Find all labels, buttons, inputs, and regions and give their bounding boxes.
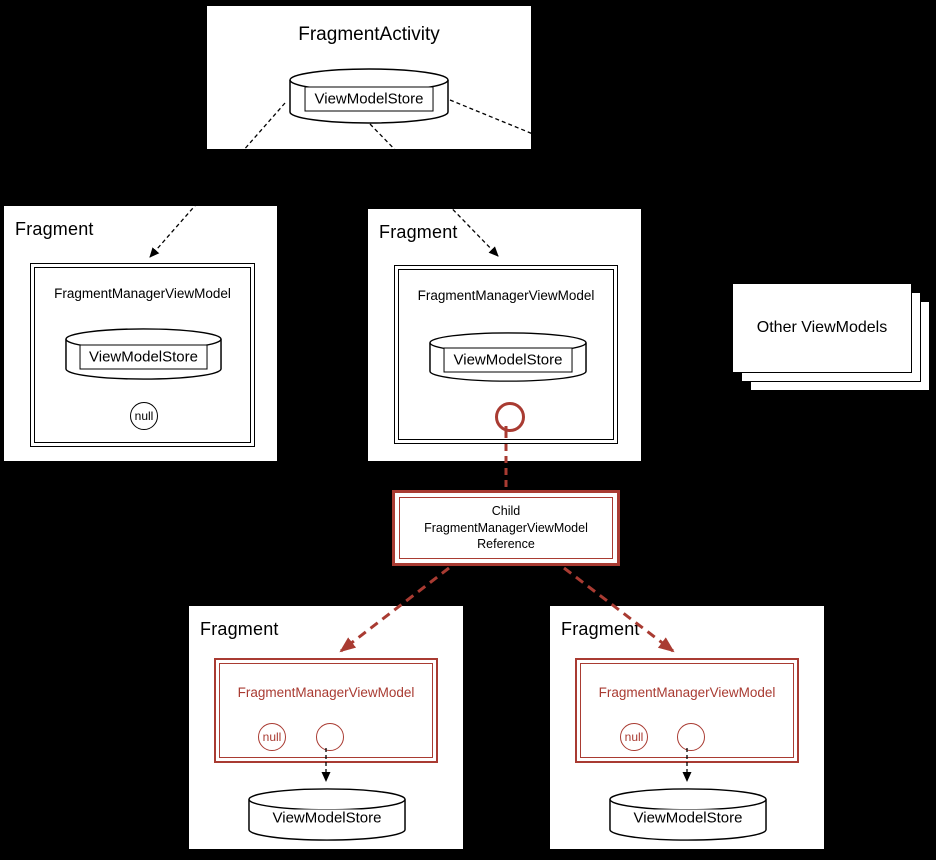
child-reference-line-1: Child	[491, 504, 521, 519]
child-reference-line-2: FragmentManagerViewModel	[424, 520, 588, 535]
center-fragment-box: Fragment FragmentManagerViewModel ViewMo…	[367, 208, 642, 462]
bottom-left-null-label: null	[262, 730, 282, 744]
bottom-right-null-label: null	[624, 730, 644, 744]
bottom-left-store-socket-circle	[316, 723, 344, 751]
center-fragment-manager-viewmodel-label: FragmentManagerViewModel	[417, 288, 595, 303]
center-fragment-manager-viewmodel-box: FragmentManagerViewModel ViewModelStore	[394, 265, 618, 444]
left-viewmodelstore-cylinder: ViewModelStore	[65, 328, 222, 380]
bottom-left-fragment-manager-viewmodel-label: FragmentManagerViewModel	[237, 685, 415, 700]
bottom-left-viewmodelstore-label: ViewModelStore	[272, 809, 382, 827]
bottom-left-fragment-manager-viewmodel-box: FragmentManagerViewModel null	[214, 658, 438, 763]
activity-viewmodelstore-label: ViewModelStore	[304, 86, 434, 112]
bottom-right-null-circle: null	[620, 723, 648, 751]
bottom-right-viewmodelstore-cylinder: ViewModelStore	[609, 788, 767, 841]
bottom-right-fragment-title: Fragment	[561, 619, 640, 639]
center-viewmodelstore-cylinder: ViewModelStore	[429, 332, 587, 382]
bottom-left-fragment-box: Fragment FragmentManagerViewModel null V…	[188, 605, 464, 850]
other-viewmodels-label: Other ViewModels	[756, 319, 888, 336]
bottom-right-fragment-box: Fragment FragmentManagerViewModel null V…	[549, 605, 825, 850]
other-viewmodels-front-card: Other ViewModels	[732, 283, 912, 373]
left-fragment-manager-viewmodel-box: FragmentManagerViewModel ViewModelStore …	[30, 263, 255, 447]
left-fragment-manager-viewmodel-label: FragmentManagerViewModel	[54, 286, 231, 301]
activity-viewmodelstore-cylinder: ViewModelStore	[289, 68, 449, 124]
bottom-right-store-socket-circle	[677, 723, 705, 751]
center-viewmodelstore-label: ViewModelStore	[443, 347, 573, 373]
bottom-right-fragment-manager-viewmodel-label: FragmentManagerViewModel	[598, 685, 776, 700]
left-fragment-title: Fragment	[15, 219, 94, 239]
child-reference-socket-circle	[495, 402, 525, 432]
bottom-left-viewmodelstore-cylinder: ViewModelStore	[248, 788, 406, 841]
child-fragment-manager-viewmodel-reference-box: Child FragmentManagerViewModel Reference	[392, 490, 620, 566]
left-null-label: null	[134, 409, 154, 423]
bottom-left-fragment-title: Fragment	[200, 619, 279, 639]
bottom-right-viewmodelstore-label: ViewModelStore	[633, 809, 743, 827]
child-reference-line-3: Reference	[477, 537, 535, 552]
left-null-circle: null	[130, 402, 158, 430]
bottom-right-fragment-manager-viewmodel-box: FragmentManagerViewModel null	[575, 658, 799, 763]
left-viewmodelstore-label: ViewModelStore	[79, 344, 208, 370]
bottom-left-null-circle: null	[258, 723, 286, 751]
child-reference-text: Child FragmentManagerViewModel Reference	[399, 497, 613, 559]
center-fragment-title: Fragment	[379, 222, 458, 242]
fragment-activity-title: FragmentActivity	[298, 24, 440, 45]
left-fragment-box: Fragment FragmentManagerViewModel ViewMo…	[3, 205, 278, 462]
